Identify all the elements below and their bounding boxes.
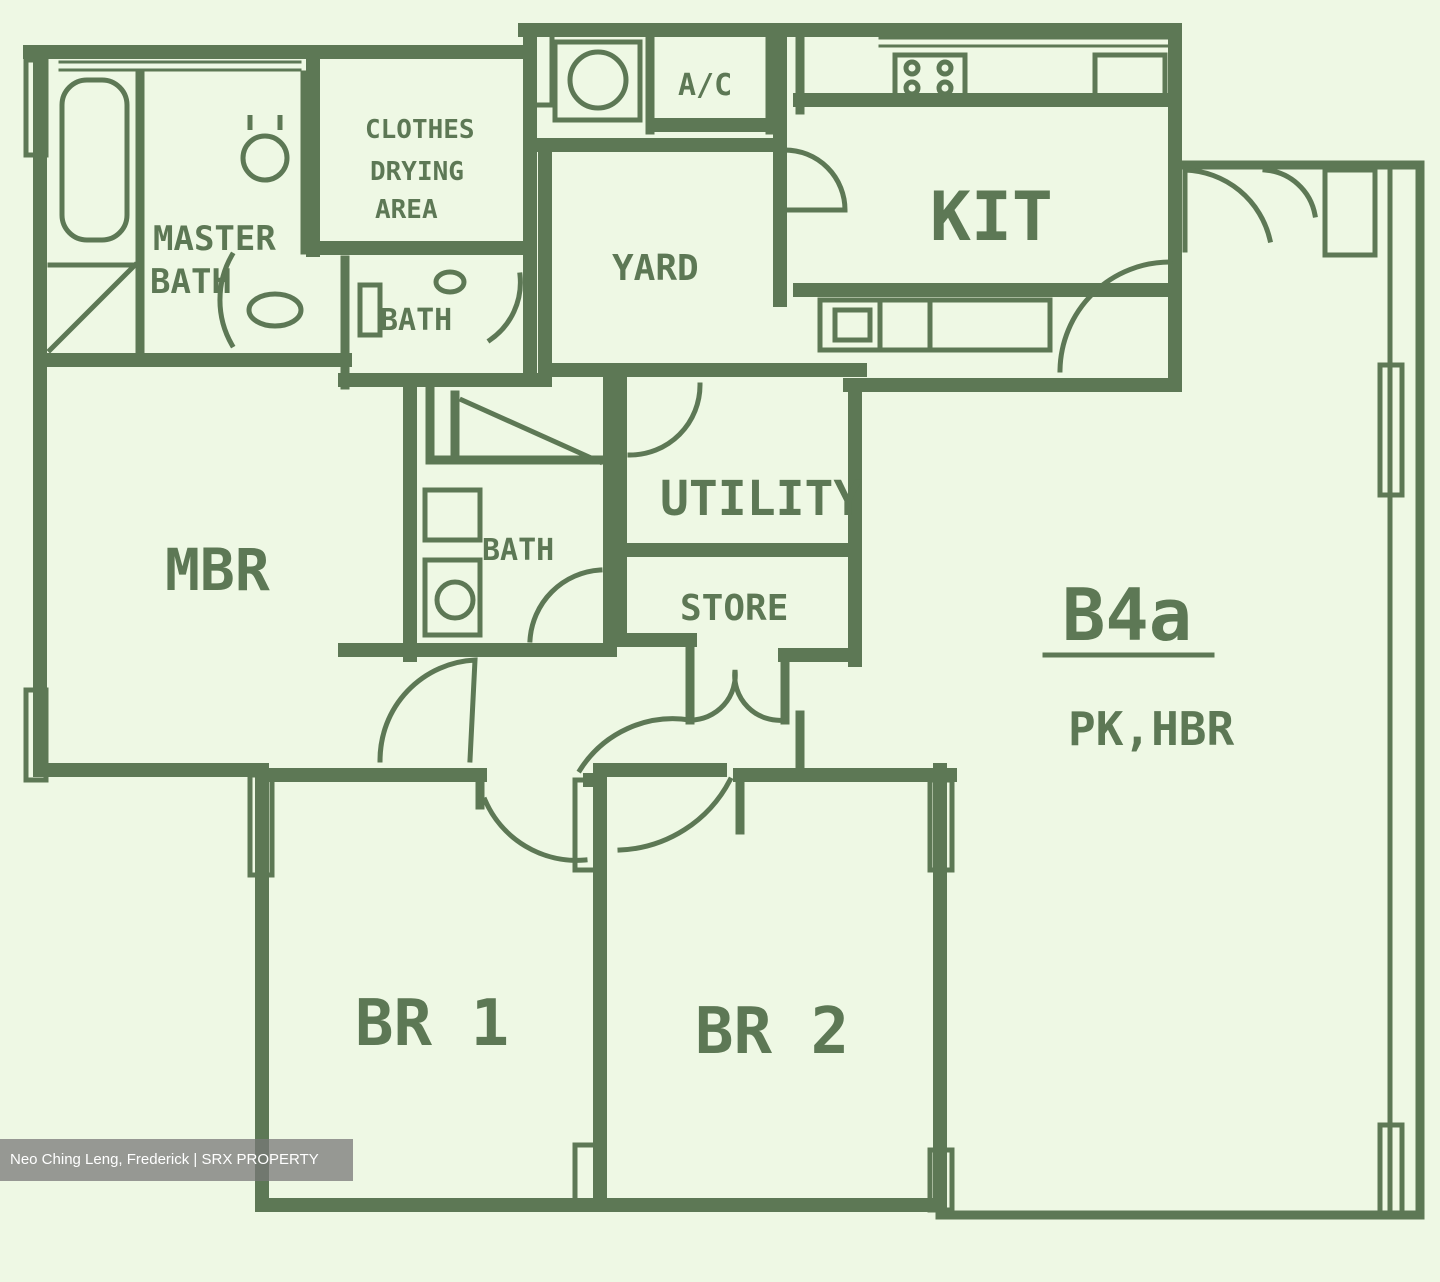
bathtub xyxy=(59,77,130,243)
windows xyxy=(23,27,1405,1218)
label-mbr: MBR xyxy=(165,536,270,604)
kitchen-sink xyxy=(832,307,873,343)
label-unit-code: B4a xyxy=(1062,573,1192,657)
label-unit-type: PK,HBR xyxy=(1068,702,1234,756)
label-drying: DRYING xyxy=(370,157,464,187)
stove xyxy=(892,52,968,103)
fixtures xyxy=(46,39,1053,638)
label-bath-top: BATH xyxy=(380,303,452,338)
label-ac: A/C xyxy=(678,68,732,103)
outer-walls xyxy=(23,23,1425,1220)
label-area: AREA xyxy=(375,195,438,225)
label-master-bath: BATH xyxy=(150,262,232,302)
doors xyxy=(217,147,1318,863)
master-basin xyxy=(240,133,290,183)
washer xyxy=(552,39,643,123)
label-br1: BR 1 xyxy=(355,987,509,1061)
label-store: STORE xyxy=(680,588,788,629)
room-labels: MASTER BATH CLOTHES DRYING AREA A/C KIT … xyxy=(150,68,1234,1069)
label-kit: KIT xyxy=(930,178,1053,257)
master-toilet xyxy=(246,291,304,329)
label-br2: BR 2 xyxy=(695,995,849,1069)
label-utility: UTILITY xyxy=(660,471,862,527)
watermark-caption: Neo Ching Leng, Frederick | SRX PROPERTY xyxy=(0,1139,353,1181)
label-master: MASTER xyxy=(153,219,276,259)
bath-basin xyxy=(434,579,476,621)
label-clothes: CLOTHES xyxy=(365,115,475,145)
label-bath-mid: BATH xyxy=(482,533,554,568)
label-yard: YARD xyxy=(612,248,699,289)
